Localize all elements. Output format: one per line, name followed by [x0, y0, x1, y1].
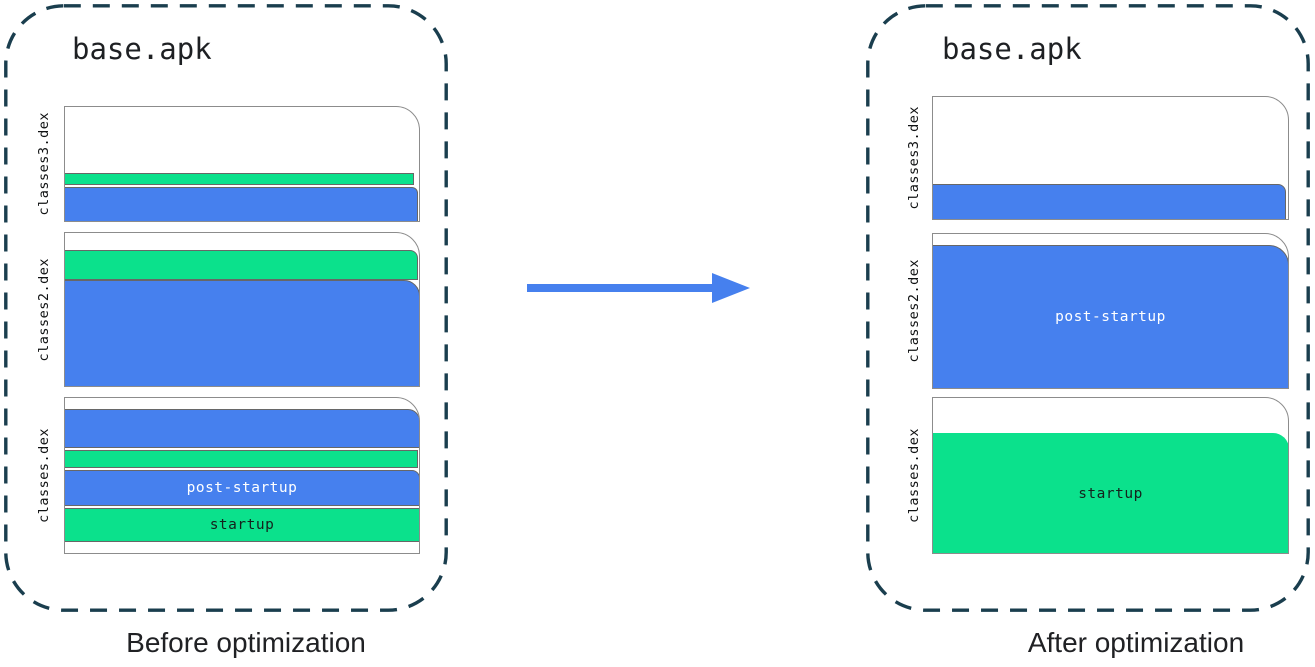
file-label: classes2.dex	[36, 257, 52, 362]
unused-space	[933, 234, 1288, 245]
file-label-column: classes.dex	[896, 397, 932, 554]
apk-panel-after: base.apk classes3.dex classes2.dex post-…	[866, 4, 1310, 612]
band-label: startup	[1078, 485, 1143, 502]
file-label-column: classes.dex	[24, 397, 64, 554]
file-label-column: classes2.dex	[24, 232, 64, 387]
unused-space	[65, 398, 419, 409]
startup-band: startup	[933, 433, 1288, 553]
unused-space	[65, 233, 419, 250]
dex-file-row: classes.dex post-startup startup	[24, 397, 420, 554]
band-label: startup	[209, 517, 275, 533]
green-band	[65, 450, 418, 468]
dex-band-stack: post-startup startup	[65, 398, 419, 553]
unused-space	[65, 107, 419, 173]
file-label: classes.dex	[906, 428, 922, 523]
apk-panel-before: base.apk classes3.dex classes2.dex class…	[4, 4, 448, 612]
dex-file-row: classes3.dex	[24, 106, 420, 222]
apk-title: base.apk	[72, 32, 212, 66]
file-label: classes3.dex	[36, 112, 52, 216]
dex-band-stack	[65, 107, 419, 221]
dex-band-stack: post-startup	[933, 234, 1288, 388]
dex-file-page: post-startup startup	[64, 397, 420, 554]
caption-before-optimization: Before optimization	[126, 627, 366, 658]
dex-file-row: classes2.dex post-startup	[896, 233, 1289, 389]
dex-file-row: classes.dex startup	[896, 397, 1289, 554]
startup-band: startup	[65, 508, 419, 542]
caption-after-optimization: After optimization	[1027, 627, 1245, 658]
dex-file-page: post-startup	[932, 233, 1289, 389]
dex-file-row: classes2.dex	[24, 232, 420, 387]
blue-band	[65, 187, 418, 221]
dex-file-page	[64, 106, 420, 222]
post-startup-band: post-startup	[933, 245, 1288, 388]
post-startup-band: post-startup	[65, 470, 419, 506]
apk-title: base.apk	[942, 32, 1082, 66]
dex-file-page: startup	[932, 397, 1289, 554]
dex-band-stack	[933, 97, 1288, 219]
green-band	[65, 173, 414, 185]
band-label: post-startup	[1055, 309, 1166, 325]
green-band	[65, 250, 418, 280]
unused-space	[933, 398, 1288, 433]
file-label-column: classes3.dex	[896, 96, 932, 220]
dex-band-stack	[65, 233, 419, 386]
dex-file-page	[932, 96, 1289, 220]
file-label: classes2.dex	[906, 259, 922, 363]
unused-space	[933, 97, 1288, 184]
dex-band-stack: startup	[933, 398, 1288, 553]
optimization-arrow-icon	[527, 273, 750, 303]
blue-band	[65, 409, 419, 448]
arrow-head	[712, 273, 750, 303]
file-label-column: classes3.dex	[24, 106, 64, 222]
file-label: classes3.dex	[906, 106, 922, 210]
file-label-column: classes2.dex	[896, 233, 932, 389]
blue-band	[65, 280, 419, 386]
band-label: post-startup	[186, 480, 298, 496]
dex-file-page	[64, 232, 420, 387]
blue-band	[933, 184, 1286, 219]
file-label: classes.dex	[36, 428, 52, 523]
dex-file-row: classes3.dex	[896, 96, 1289, 220]
